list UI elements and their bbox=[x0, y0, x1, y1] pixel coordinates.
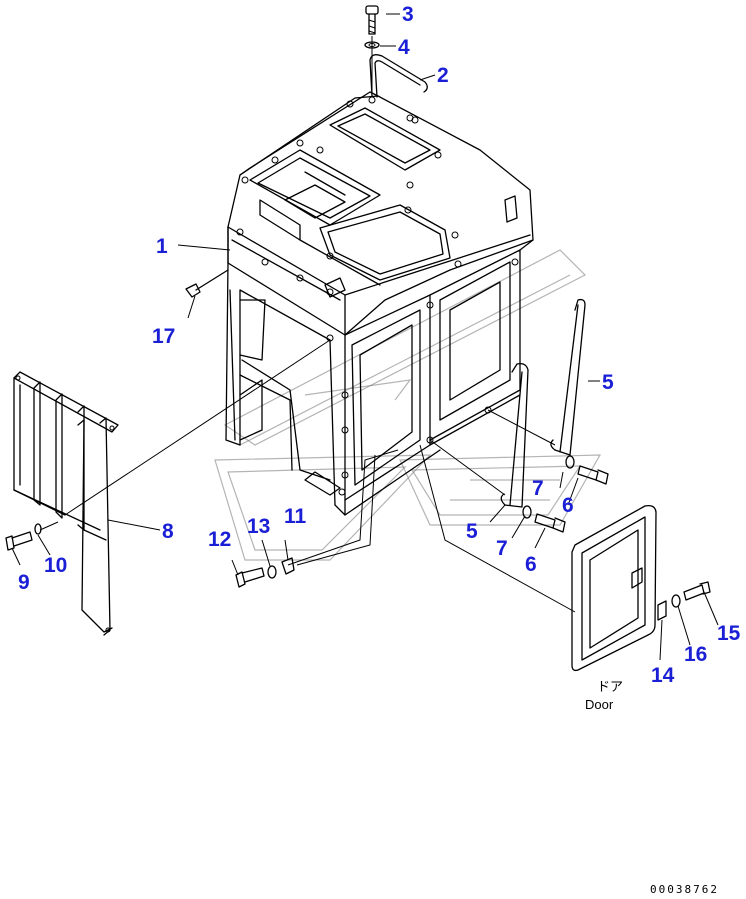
callout-7-upper: 7 bbox=[532, 477, 544, 500]
callout-8: 8 bbox=[162, 520, 174, 543]
drawing-number: 00038762 bbox=[650, 883, 719, 896]
leader-lines bbox=[11, 13, 719, 661]
connection-lines bbox=[39, 36, 576, 613]
part-17-knob bbox=[185, 269, 229, 298]
callout-labels: 3 4 2 1 17 5 7 6 5 7 6 8 9 10 11 12 13 1… bbox=[18, 3, 741, 687]
part-13-washer bbox=[267, 565, 277, 579]
part-3-bolt bbox=[365, 5, 379, 35]
callout-11: 11 bbox=[284, 505, 307, 528]
part-10-washer bbox=[34, 523, 42, 535]
door-label-jp: ドア bbox=[597, 679, 623, 694]
callout-4: 4 bbox=[398, 36, 410, 59]
callout-16: 16 bbox=[684, 643, 707, 666]
callout-7-lower: 7 bbox=[496, 537, 508, 560]
part-9-bolt bbox=[5, 531, 33, 551]
callout-6-lower: 6 bbox=[525, 553, 537, 576]
part-8-guard bbox=[13, 371, 119, 636]
callout-14: 14 bbox=[651, 664, 675, 687]
callout-12: 12 bbox=[208, 528, 231, 551]
part-6-bolt-upper bbox=[577, 465, 609, 485]
part-12-bolt bbox=[235, 567, 265, 588]
door-panel bbox=[571, 504, 657, 672]
part-11-hook bbox=[281, 557, 295, 575]
part-5-handrail-upper bbox=[550, 298, 586, 456]
door-label: Door bbox=[585, 697, 614, 712]
callout-3: 3 bbox=[402, 3, 414, 26]
callout-1: 1 bbox=[156, 235, 168, 258]
watermark-logo bbox=[214, 249, 602, 561]
part-6-bolt-lower bbox=[534, 513, 566, 533]
callout-2: 2 bbox=[437, 64, 449, 87]
part-7-washer-upper bbox=[565, 455, 575, 469]
callout-10: 10 bbox=[44, 554, 67, 577]
callout-9: 9 bbox=[18, 571, 30, 594]
callout-6-upper: 6 bbox=[562, 494, 574, 517]
callout-13: 13 bbox=[247, 515, 270, 538]
callout-17: 17 bbox=[152, 325, 175, 348]
part-5-handrail-lower bbox=[500, 362, 529, 508]
part-7-washer-lower bbox=[522, 505, 532, 519]
callout-5-lower: 5 bbox=[466, 520, 478, 543]
part-16-washer bbox=[671, 594, 681, 608]
cab-body bbox=[225, 91, 534, 516]
part-14-bracket bbox=[657, 600, 667, 621]
callout-5-upper: 5 bbox=[602, 371, 614, 394]
callout-15: 15 bbox=[717, 622, 741, 645]
part-2-handrail bbox=[369, 54, 428, 98]
